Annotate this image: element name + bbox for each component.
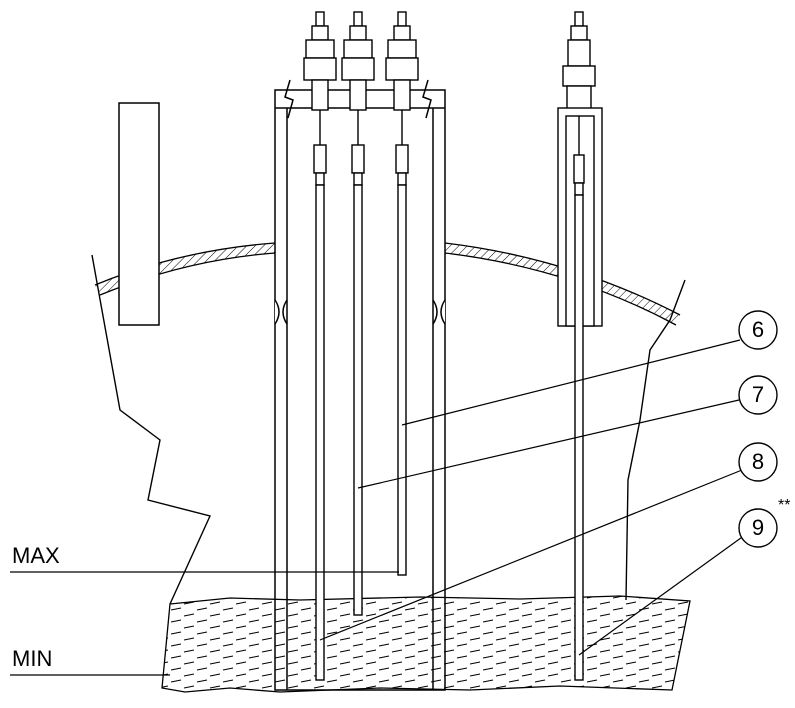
callout-8-text: 8	[752, 449, 764, 474]
tank-outline-left	[91, 254, 211, 605]
callout-leaders	[319, 339, 746, 656]
callout-7-text: 7	[752, 382, 764, 407]
electrode-head-1	[303, 11, 337, 186]
tank-outline-right	[625, 279, 686, 601]
callout-6-text: 6	[752, 317, 764, 342]
callout-9-asterisks: **	[778, 497, 790, 514]
rod-6	[397, 184, 407, 576]
right-electrode	[557, 11, 603, 681]
callout-9-text: 9	[752, 515, 764, 540]
side-baffle	[118, 102, 160, 326]
min-label: MIN	[12, 646, 52, 671]
electrode-head-3	[385, 11, 419, 186]
max-label: MAX	[12, 543, 60, 568]
callout-6-circle	[738, 310, 778, 350]
callout-8-circle	[738, 442, 778, 482]
callout-7-circle	[738, 375, 778, 415]
liquid	[161, 595, 691, 693]
rod-7	[353, 184, 363, 616]
callout-9-circle	[738, 508, 778, 548]
electrode-head-2	[341, 11, 375, 186]
rod-8	[315, 184, 325, 681]
